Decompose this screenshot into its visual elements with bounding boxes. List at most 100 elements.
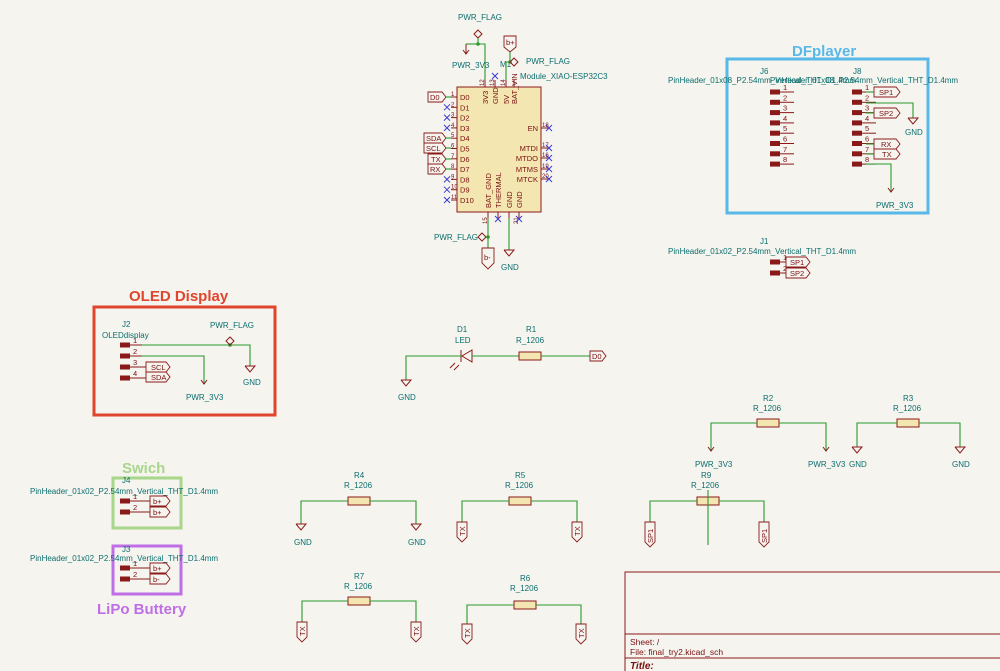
connector-pin[interactable] [770,141,780,146]
net-label-tx-r5-right[interactable] [571,521,583,543]
connector-pin-number: 1 [865,83,869,92]
resistor-r5[interactable] [508,496,532,506]
r1-value: R_1206 [516,336,545,345]
connector-pin[interactable] [120,576,130,582]
net-label-sp1-r9b[interactable] [758,521,770,548]
net-label-rx[interactable] [427,163,447,175]
net-label-bplus-j4-2[interactable] [149,506,171,518]
resistor-r6[interactable] [513,600,537,610]
connector-pin[interactable] [852,130,862,136]
connector-pin[interactable] [852,120,862,126]
d1-value: LED [455,336,471,345]
esp32-pin-5v: 5V [502,95,511,104]
connector-pin[interactable] [852,141,862,146]
connector-pin[interactable] [770,151,780,157]
connector-pin[interactable] [120,509,130,515]
esp32-pin-num: 7 [451,154,455,160]
j1-value: PinHeader_01x02_P2.54mm_Vertical_THT_D1.… [668,247,856,256]
connector-pin[interactable] [852,161,862,167]
net-label-tx-r6-left[interactable] [461,623,473,645]
connector-pin[interactable] [852,89,862,95]
resistor-r4[interactable] [347,496,371,506]
net-label-sp2-j1[interactable] [785,267,811,279]
connector-pin[interactable] [770,130,780,136]
esp32-pin-d4: D4 [460,134,470,143]
net-label-bplus-j3[interactable] [149,562,171,574]
connector-pin[interactable] [120,498,130,504]
pwr-flag-bottom-symbol[interactable] [477,232,487,242]
connector-pin[interactable] [120,364,130,370]
esp32-pin-bat_vin: BAT_VIN [510,73,519,104]
net-label-bminus-j3[interactable] [149,573,171,585]
esp32-net-labels: D0 SDA SCL TX RX [423,91,451,175]
connector-pin[interactable] [770,161,780,167]
esp32-pin-d9: D9 [460,186,470,195]
esp32-body[interactable] [456,86,542,213]
net-label-scl-oled-text: SCL [151,363,166,372]
net-label-tx-r6-right[interactable] [575,623,587,645]
net-label-tx-r6-right-text: TX [577,628,586,638]
resistor-r3[interactable] [896,418,920,428]
esp32-pin-mtms: MTMS [516,165,538,174]
net-label-tx-j8[interactable] [873,148,901,160]
esp32-module[interactable]: M1 Module_XIAO-ESP32C3 D01D12D23D34D45D5… [443,60,608,224]
r5-circuit: R5 R_1206 TX TX [456,471,583,543]
dfplayer-frame [725,57,930,215]
esp32-pin-d5: D5 [460,145,470,154]
esp32-pin-d8: D8 [460,175,470,184]
net-label-sp1-j1[interactable] [785,256,811,268]
connector-pin[interactable] [770,270,780,276]
net-label-rx-j8[interactable] [873,138,901,150]
net-label-scl-oled[interactable] [145,361,171,373]
connector-pin[interactable] [852,99,862,105]
connector-pin[interactable] [770,110,780,116]
connector-pin[interactable] [120,565,130,571]
net-label-sda-oled[interactable] [145,371,171,383]
resistor-r7[interactable] [347,596,371,606]
connector-pin[interactable] [770,99,780,105]
net-label-sda[interactable] [423,132,447,144]
net-label-sp2-j8[interactable] [873,107,901,119]
dfplayer-group: DFplayer J6 PinHeader_01x08_P2.54mm_Vert… [668,43,958,215]
resistor-r2[interactable] [756,418,780,428]
net-label-d0[interactable] [427,91,447,103]
net-label-sp1-r9-text: SP1 [646,529,655,543]
pwr-3v3-oled-label: PWR_3V3 [186,393,224,402]
net-label-bminus[interactable] [481,247,495,270]
connector-pin[interactable] [120,342,130,348]
esp32-pin-d10: D10 [460,196,474,205]
r4-circuit: R4 R_1206 GND GND [294,471,426,547]
net-label-sp1-r9[interactable] [644,521,656,548]
connector-pin[interactable] [770,89,780,95]
net-label-sda-text: SDA [426,134,441,143]
resistor-r1[interactable] [518,351,542,361]
led-d1[interactable] [449,349,473,371]
net-label-tx-r7-right[interactable] [410,621,422,643]
connector-pin[interactable] [770,259,780,265]
pwr-flag-oled-symbol[interactable] [225,336,235,346]
net-label-bplus-j4-1[interactable] [149,495,171,507]
net-label-bplus-top[interactable] [503,35,517,53]
connector-pin-number: 5 [783,124,787,133]
connector-pin[interactable] [852,151,862,157]
net-label-tx-r7-left[interactable] [296,621,308,643]
d1-ref: D1 [457,325,468,334]
esp32-pin-thermal: THERMAL [494,172,503,208]
title-label: Title: [630,661,654,671]
esp32-pin-bat-gnd: BAT_GND [484,173,493,208]
pwr-flag-bplus-symbol[interactable] [509,57,519,67]
connector-pin[interactable] [120,375,130,381]
pwr-flag-top-symbol[interactable] [473,29,483,39]
net-label-d0-r1[interactable] [589,350,607,362]
connector-pin[interactable] [120,353,130,359]
net-label-tx-r5-left[interactable] [456,521,468,543]
net-label-tx[interactable] [427,153,447,165]
connector-pin[interactable] [770,120,780,126]
net-label-scl[interactable] [423,142,447,154]
net-label-sp1-j8[interactable] [873,86,901,98]
lipo-group: LiPo Buttery J3 PinHeader_01x02_P2.54mm_… [30,544,218,618]
connector-pin[interactable] [852,110,862,116]
